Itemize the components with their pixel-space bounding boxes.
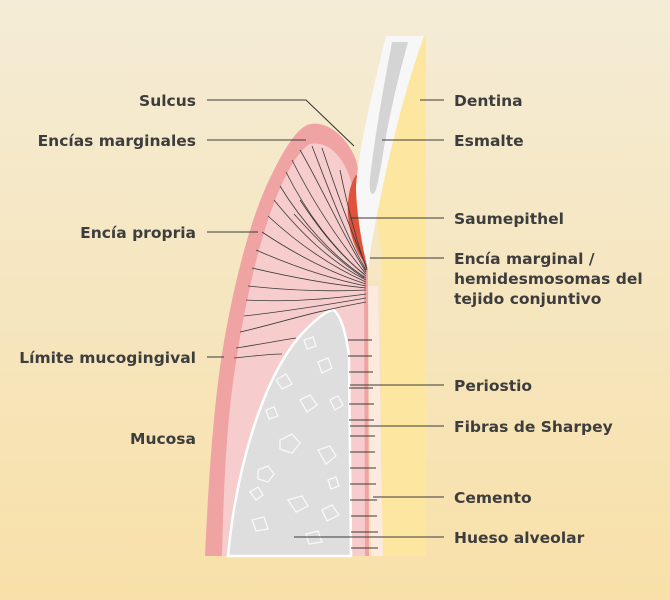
label-mucosa: Mucosa	[130, 430, 196, 448]
enamel-shape	[356, 36, 424, 270]
label-encia-propria: Encía propria	[80, 224, 196, 242]
label-encia-marginal-line2: hemidesmosomas del	[454, 270, 643, 288]
label-hueso-alveolar: Hueso alveolar	[454, 529, 585, 547]
label-esmalte: Esmalte	[454, 132, 524, 150]
label-dentina: Dentina	[454, 92, 523, 110]
label-encias-marginales: Encías marginales	[38, 132, 196, 150]
bone-trabeculae	[249, 336, 344, 545]
alveolar-bone-shape	[226, 308, 353, 558]
gingival-fibers	[233, 145, 368, 359]
label-limite-mucogingival: Límite mucogingival	[19, 349, 196, 367]
leader-lines	[207, 99, 444, 538]
label-encia-marginal-line1: Encía marginal /	[454, 250, 595, 268]
label-saumepithel: Saumepithel	[454, 210, 564, 228]
sharpey-fibers	[348, 339, 378, 549]
label-cemento: Cemento	[454, 489, 532, 507]
label-periostio: Periostio	[454, 377, 532, 395]
label-encia-marginal-line3: tejido conjuntivo	[454, 290, 601, 308]
leader-sulcus	[207, 99, 355, 147]
enamel-core-shape	[369, 42, 408, 194]
label-fibras-sharpey: Fibras de Sharpey	[454, 418, 613, 436]
label-sulcus: Sulcus	[139, 92, 196, 110]
cementum-shape	[368, 286, 383, 556]
